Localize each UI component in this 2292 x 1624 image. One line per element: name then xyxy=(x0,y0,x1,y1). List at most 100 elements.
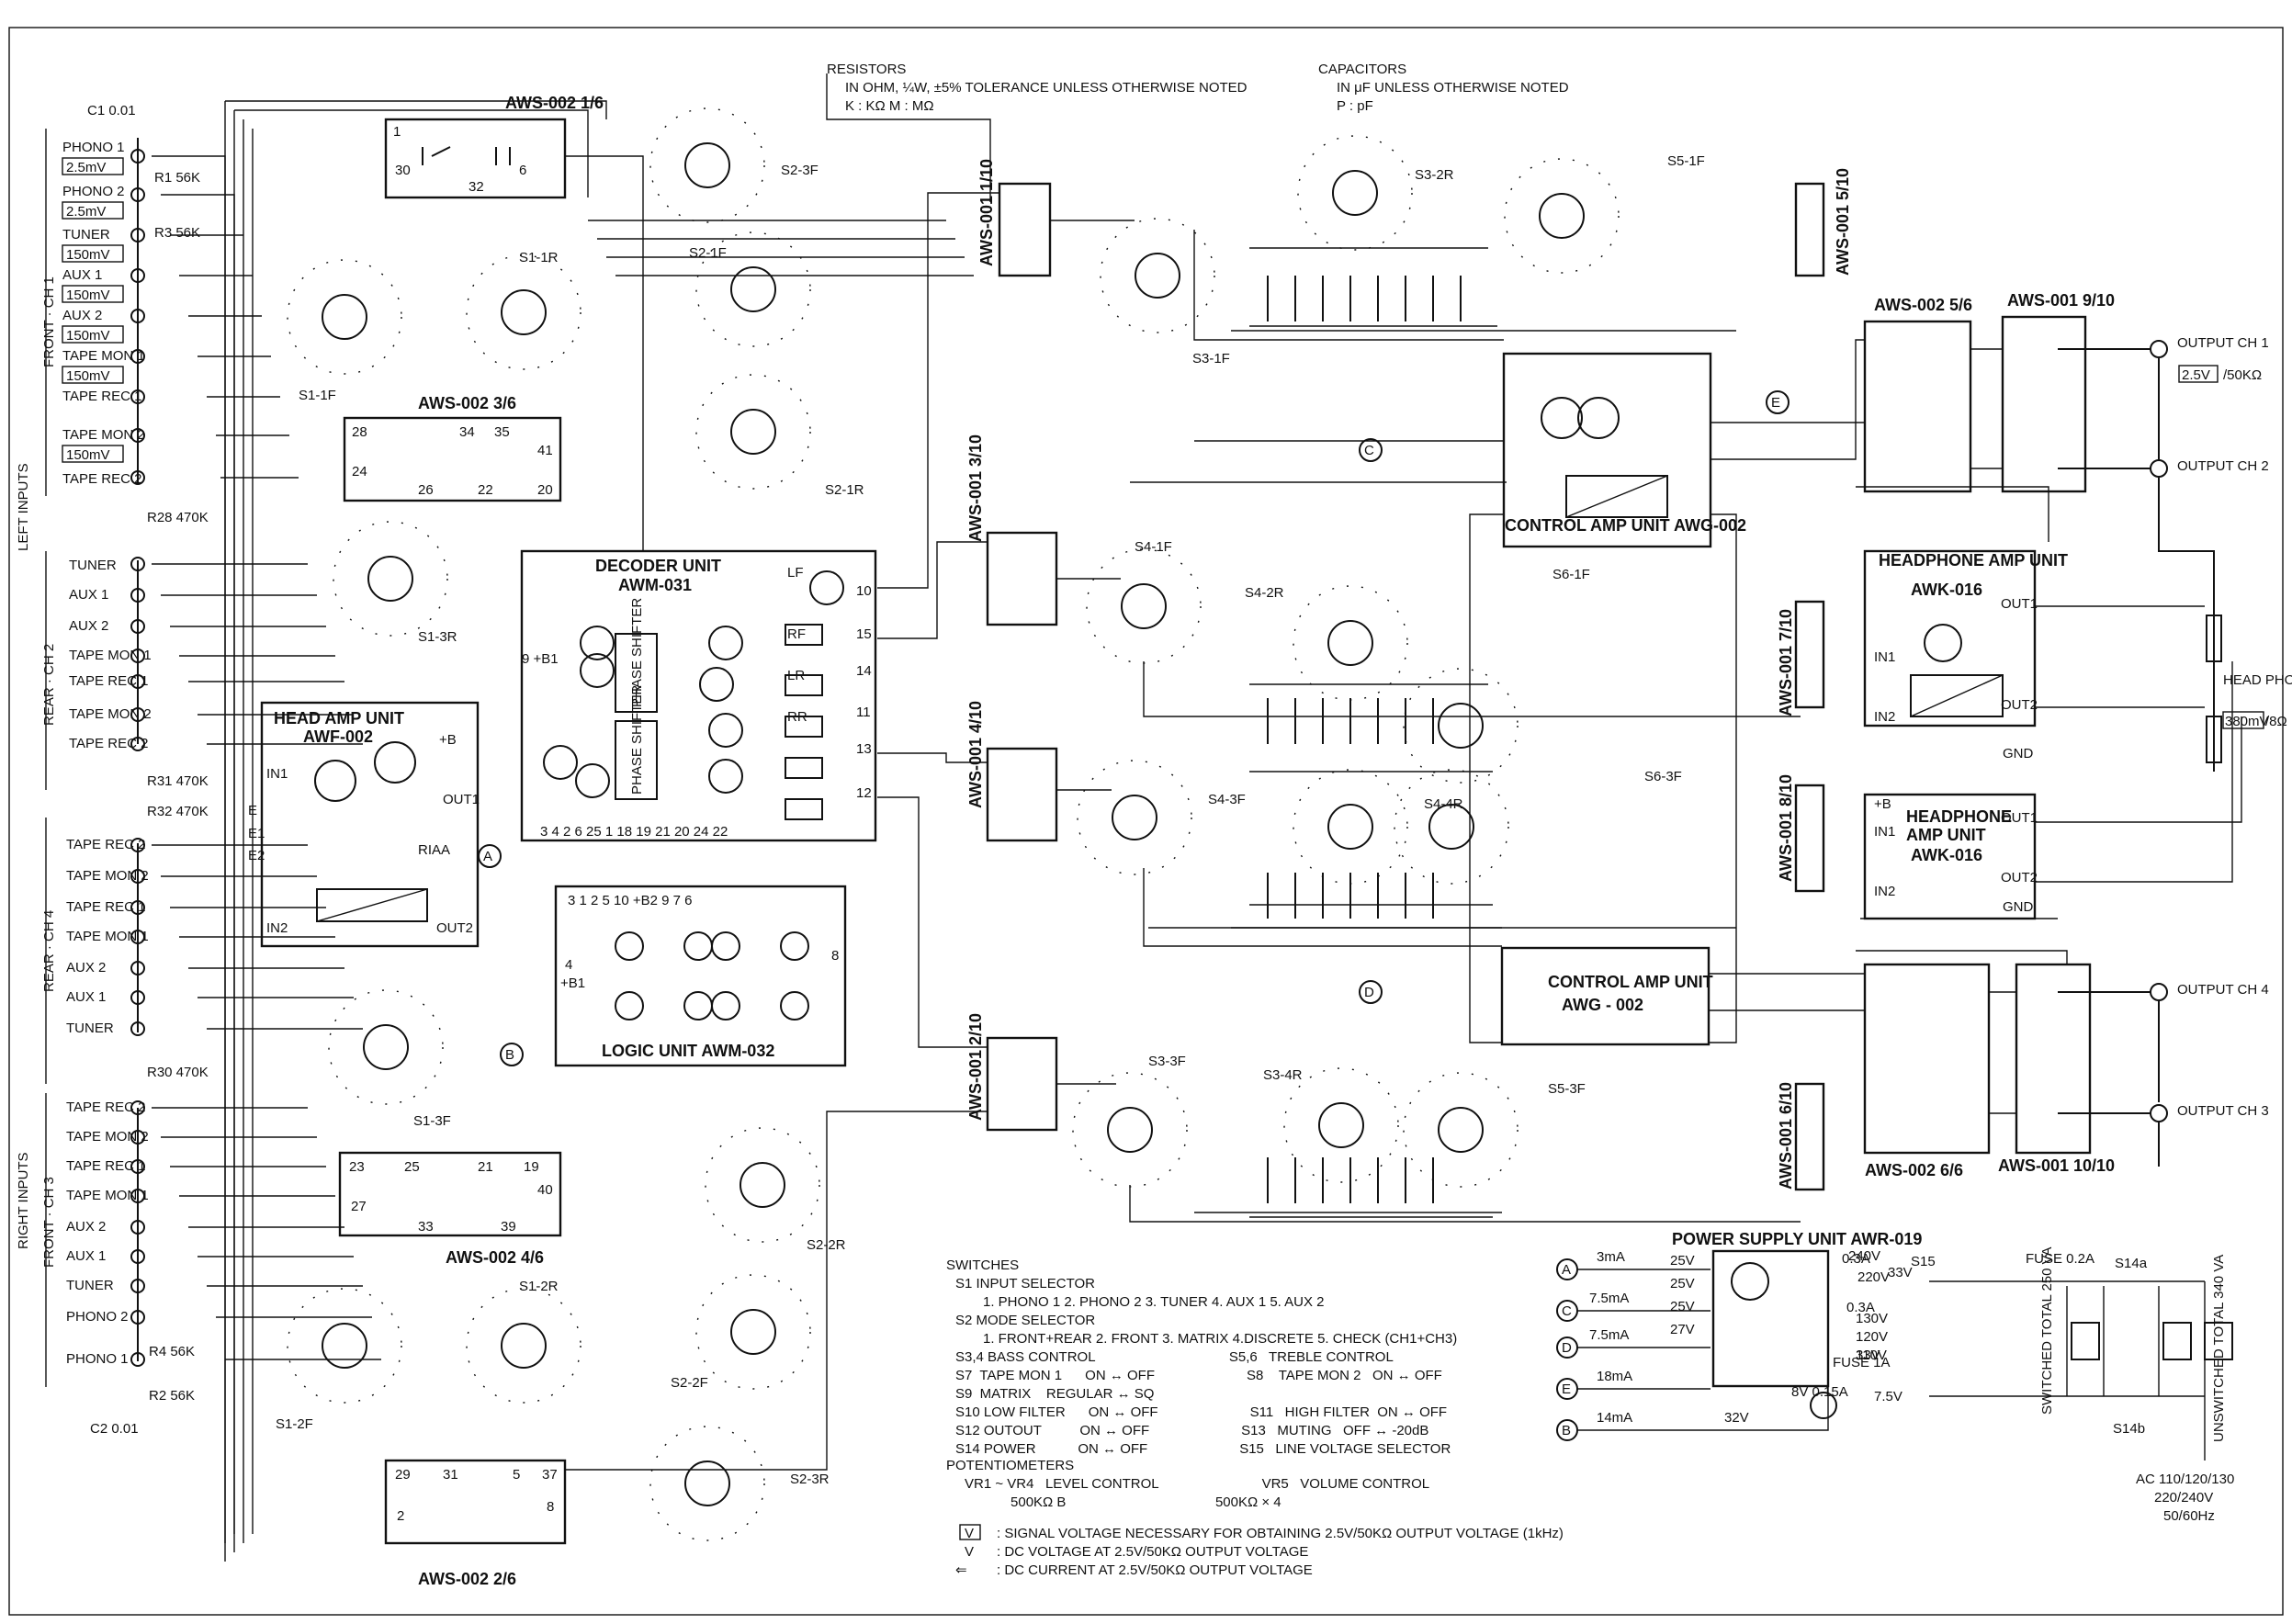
svg-text:40: 40 xyxy=(537,1182,553,1198)
switched-label: SWITCHED TOTAL 250 VA xyxy=(2039,1246,2055,1415)
svg-text:12: 12 xyxy=(856,785,872,801)
input-jack xyxy=(130,1220,145,1235)
fuse-1a: FUSE 1A xyxy=(1833,1355,1891,1370)
head-amp-model: AWF-002 xyxy=(303,727,373,746)
hp-amp-1-model: AWK-016 xyxy=(1911,581,1982,599)
wafer: S2-3R xyxy=(649,1426,830,1541)
legend-row: S1 INPUT SELECTOR xyxy=(955,1276,1095,1291)
svg-text:10: 10 xyxy=(856,583,872,599)
input-label: TAPE REC 1 xyxy=(69,673,148,689)
wafer-label: S2-1R xyxy=(825,482,864,498)
hp-amp-1-title: HEADPHONE AMP UNIT xyxy=(1879,551,2068,570)
wafer-label: S3-4R xyxy=(1263,1067,1303,1083)
ac-line2: 220/240V xyxy=(2154,1490,2213,1506)
svg-text:33V: 33V xyxy=(1856,1348,1880,1363)
wafer: S2-2F xyxy=(671,1274,811,1391)
control-amp-unit-2: CONTROL AMP UNIT AWG - 002 xyxy=(1500,946,1713,1046)
wafer-label: S2-3F xyxy=(781,163,819,178)
rail-node: D xyxy=(1562,1340,1572,1356)
wafer: S1-1R xyxy=(466,250,581,370)
svg-text:41: 41 xyxy=(537,443,553,458)
left-inputs-label: LEFT INPUTS xyxy=(16,463,31,551)
input-jack xyxy=(130,1352,145,1367)
input-jack xyxy=(130,1279,145,1293)
input-level: 150mV xyxy=(66,288,110,303)
riaa-label: RIAA xyxy=(418,842,450,858)
svg-text:RR: RR xyxy=(787,709,807,725)
input-column-ch4: TAPE REC 2 TAPE MON 2 TAPE REC 1 TAPE MO… xyxy=(66,837,209,1080)
svg-text:3 4 2 6 25 1 18: 3 4 2 6 25 1 18 19 21 20 24 22 xyxy=(540,824,728,840)
input-column-ch2: TUNER AUX 1 AUX 2 TAPE MON 1 TAPE REC 1 … xyxy=(69,557,209,819)
svg-text:32: 32 xyxy=(469,179,484,195)
svg-text:IN2: IN2 xyxy=(1874,709,1895,725)
page-border xyxy=(8,27,2284,1616)
bottom-legend: V : SIGNAL VOLTAGE NECESSARY FOR OBTAINI… xyxy=(955,1524,1564,1578)
input-label: PHONO 1 xyxy=(62,140,125,155)
legend-row: 500KΩ B 500KΩ × 4 xyxy=(965,1494,1281,1510)
legend-row: S12 OUTOUT ON ↔ OFF S13 MUTING OFF ↔ -20… xyxy=(955,1423,1428,1438)
power-supply-title: POWER SUPPLY UNIT AWR-019 xyxy=(1672,1230,1922,1248)
input-label: TAPE REC 2 xyxy=(66,837,145,852)
rail-current: 7.5mA xyxy=(1589,1327,1629,1343)
output-ch3-label: OUTPUT CH 3 xyxy=(2177,1103,2269,1119)
r28-label: R28 470K xyxy=(147,510,209,525)
hp-amp-2-model: AWK-016 xyxy=(1911,846,1982,864)
input-jack xyxy=(130,990,145,1005)
svg-text:24: 24 xyxy=(352,464,367,479)
input-label: TUNER xyxy=(66,1021,114,1036)
input-label: TUNER xyxy=(69,558,117,573)
svg-text:IN1: IN1 xyxy=(1874,649,1895,665)
resistors-note-line1: IN OHM, ¼W, ±5% TOLERANCE UNLESS OTHERWI… xyxy=(845,80,1248,96)
legend-row: POTENTIOMETERS xyxy=(946,1458,1074,1473)
aws002-right-boards: AWS-002 5/6 AWS-002 6/6 xyxy=(1863,296,1991,1179)
capacitors-note-line1: IN μF UNLESS OTHERWISE NOTED xyxy=(1337,80,1569,96)
svg-text:0.3A: 0.3A xyxy=(1846,1300,1875,1315)
wafer-label: S1-2R xyxy=(519,1279,559,1294)
phase-shifter-1: PHASE SHIFTER xyxy=(629,598,645,707)
rail-voltage: 32V xyxy=(1724,1410,1749,1426)
rail-node: A xyxy=(1562,1262,1571,1278)
tap-label: 110V xyxy=(1856,1348,1887,1363)
head-amp-title: HEAD AMP UNIT xyxy=(274,709,404,727)
input-label: AUX 1 xyxy=(66,989,106,1005)
right-inputs-label: RIGHT INPUTS xyxy=(16,1152,31,1249)
svg-text:14: 14 xyxy=(856,663,872,679)
aws001-210-label: AWS-001 2/10 xyxy=(966,1013,985,1121)
input-jack xyxy=(130,838,145,852)
legend-symbol: V xyxy=(965,1526,974,1541)
svg-text:E: E xyxy=(248,803,257,818)
aws001-boards: AWS-001 1/10 AWS-001 3/10 AWS-001 4/10 A… xyxy=(966,159,2115,1191)
svg-text:IN2: IN2 xyxy=(266,920,288,936)
svg-text:OUT2: OUT2 xyxy=(2001,870,2038,885)
legend-row: S9 MATRIX REGULAR ↔ SQ xyxy=(955,1386,1154,1402)
svg-text:8: 8 xyxy=(547,1499,554,1515)
hp-amp-2-line1: HEADPHONE xyxy=(1906,807,2012,826)
input-jack xyxy=(130,349,145,364)
wafer-label: S3-3F xyxy=(1148,1054,1186,1069)
rail-voltage: 25V xyxy=(1670,1299,1695,1314)
svg-text:6: 6 xyxy=(519,163,526,178)
svg-text:5: 5 xyxy=(513,1467,520,1483)
rail-current: 3mA xyxy=(1597,1249,1625,1265)
input-jack xyxy=(130,309,145,323)
aws002-26-label: AWS-002 2/6 xyxy=(418,1570,516,1588)
svg-text:29: 29 xyxy=(395,1467,411,1483)
input-level: 2.5mV xyxy=(66,160,106,175)
svg-text:OUT1: OUT1 xyxy=(2001,596,2038,612)
svg-text:+B: +B xyxy=(439,732,457,748)
svg-text:OUT2: OUT2 xyxy=(2001,697,2038,713)
svg-text:0.3A: 0.3A xyxy=(1842,1251,1870,1267)
svg-text:27: 27 xyxy=(351,1199,367,1214)
wafer-label: S2-2F xyxy=(671,1375,708,1391)
input-column-ch1: PHONO 1 2.5mV PHONO 2 2.5mV TUNER 150mV … xyxy=(62,103,209,525)
input-label: TAPE REC 1 xyxy=(66,1158,145,1174)
wafer-label: S6-1F xyxy=(1552,567,1590,582)
wafer: S5-1F xyxy=(1504,153,1705,274)
rail-current: 18mA xyxy=(1597,1369,1632,1384)
legend-row: S10 LOW FILTER ON ↔ OFF S11 HIGH FILTER … xyxy=(955,1404,1447,1420)
switch-wafers: S1-1F S1-1R S1-3R S1-3F S1-2R S1-2F S2-3… xyxy=(276,107,1705,1541)
node-d: D xyxy=(1364,985,1374,1000)
aws001-410-label: AWS-001 4/10 xyxy=(966,701,985,808)
tap-label: 240V xyxy=(1848,1248,1880,1264)
